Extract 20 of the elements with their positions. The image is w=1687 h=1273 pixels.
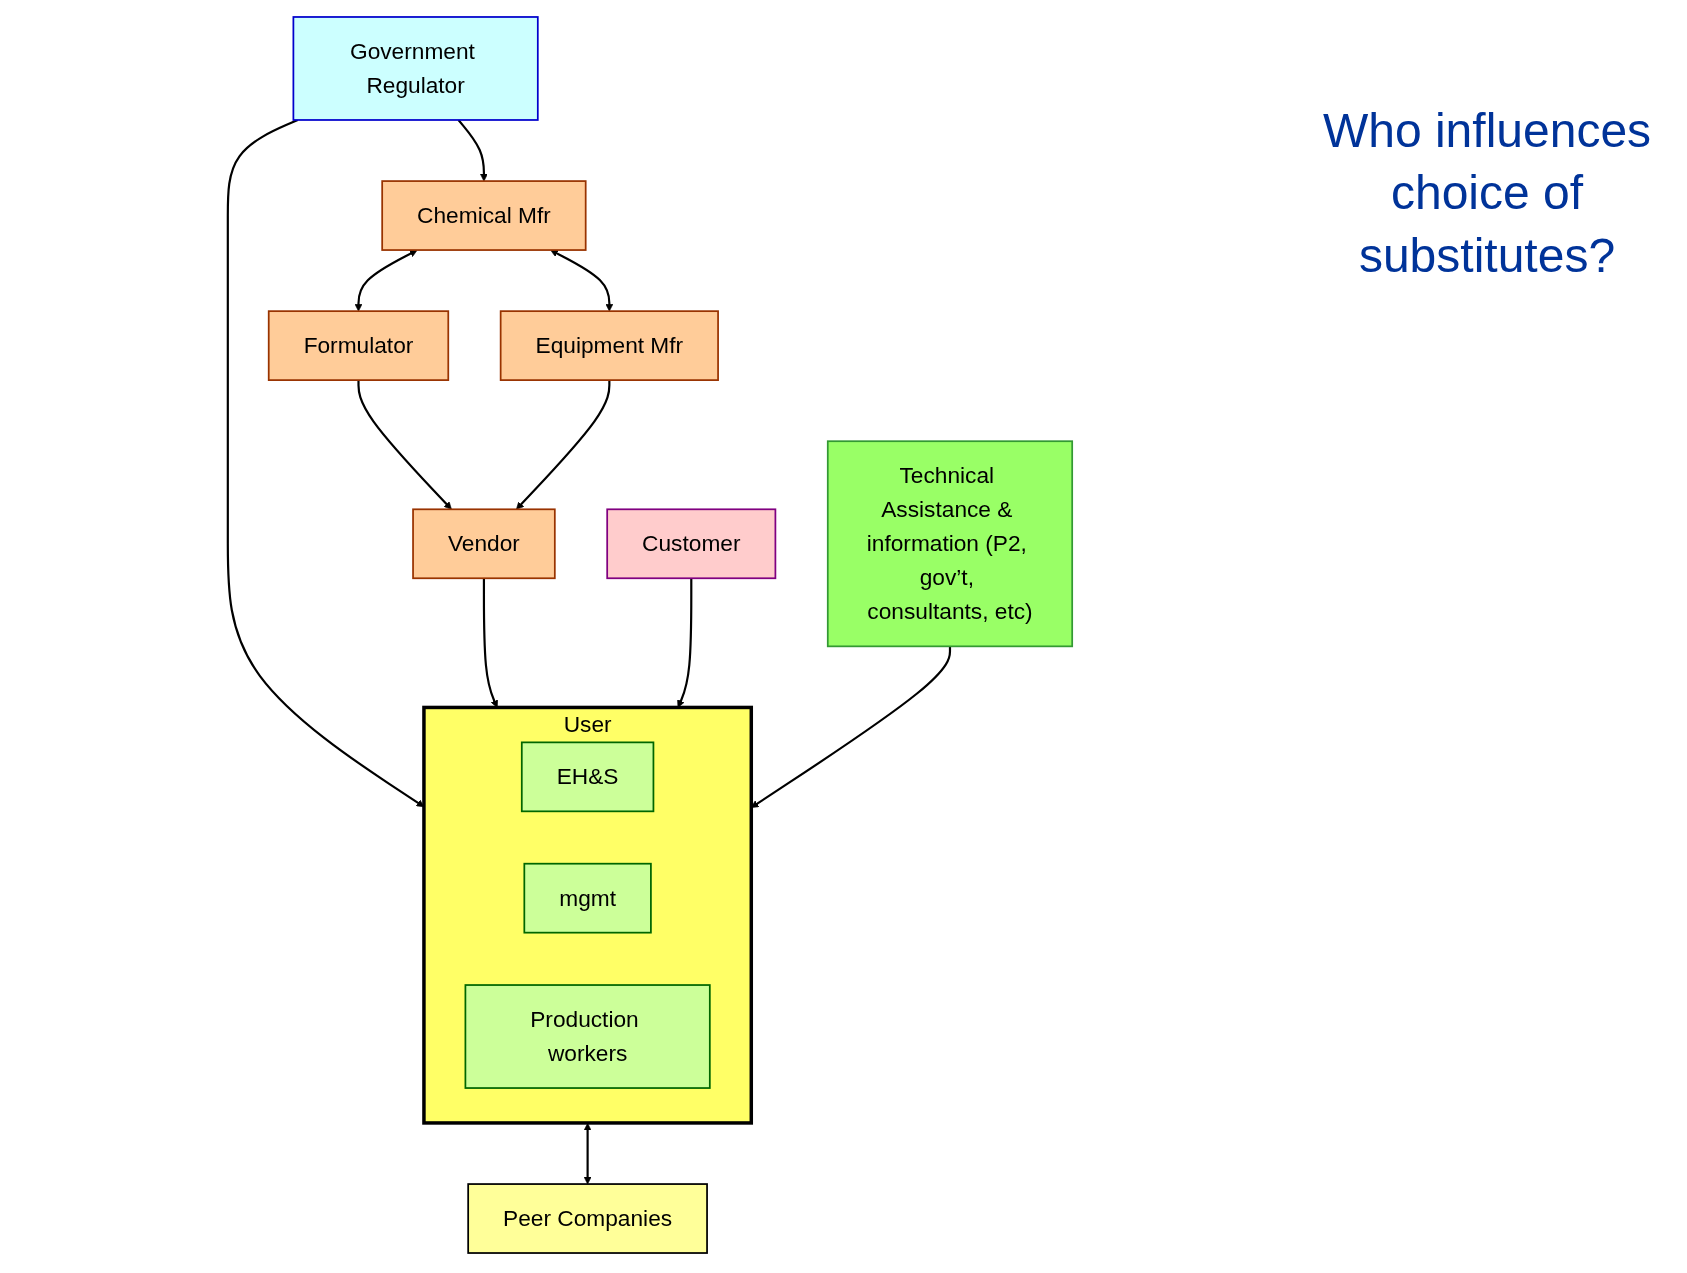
arrow (550, 249, 614, 312)
node-box: Vendor (412, 508, 556, 580)
arrow (354, 249, 418, 312)
arrow (516, 380, 611, 510)
node-box: Production workers (464, 984, 711, 1089)
arrow (583, 1122, 592, 1185)
node-box: Equipment Mfr (499, 310, 719, 381)
node-box: Customer (606, 508, 777, 580)
arrow (482, 578, 498, 708)
diagram-title: Who influences choice of substitutes? (1321, 103, 1653, 284)
node-box: mgmt (523, 862, 652, 934)
node-box: Technical Assistance & information (P2, gov’t, consultants, etc) (826, 440, 1074, 648)
arrow (677, 578, 693, 708)
arrow (357, 380, 452, 510)
node-box: Formulator (267, 310, 450, 381)
node-box: Chemical Mfr (381, 180, 587, 251)
node-box: EH&S (520, 741, 655, 813)
arrow (457, 119, 488, 182)
node-box: Government Regulator (292, 16, 539, 121)
node-box: Peer Companies (467, 1183, 708, 1254)
